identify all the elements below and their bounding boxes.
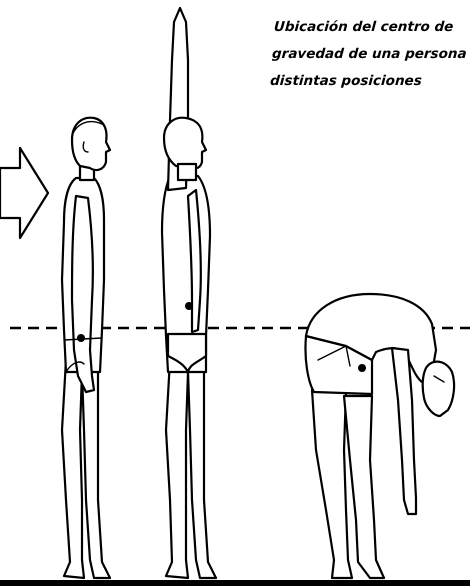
center-of-gravity-dot xyxy=(185,302,193,310)
figure-bent-forward xyxy=(305,294,454,578)
ground-line xyxy=(0,580,470,586)
caption-line-1: Ubicación del centro de xyxy=(273,14,470,41)
caption-line-3: distintas posiciones xyxy=(269,68,470,95)
center-of-gravity-dot xyxy=(77,334,85,342)
figure-standing xyxy=(62,118,110,578)
diagram-caption: Ubicación del centro de gravedad de una … xyxy=(269,14,470,95)
center-of-gravity-dot xyxy=(358,364,366,372)
figure-arm-raised xyxy=(162,8,216,578)
right-arrow-icon xyxy=(0,148,48,238)
caption-line-2: gravedad de una persona e xyxy=(271,41,470,68)
